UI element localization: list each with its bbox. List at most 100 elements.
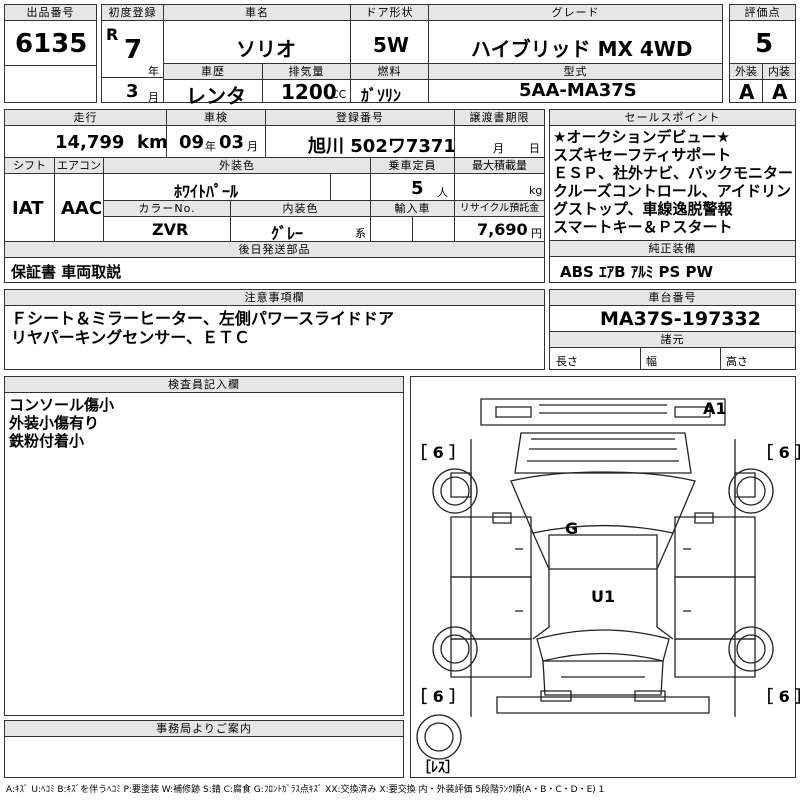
import-label: 輸入車 bbox=[371, 201, 454, 217]
recycle-cell: リサイクル預託金 7,690 円 bbox=[454, 200, 545, 242]
damage-mark-u1: U1 bbox=[591, 587, 616, 606]
car-name-value: ソリオ bbox=[236, 37, 296, 61]
interior-color-value: ｸﾞﾚｰ bbox=[271, 224, 304, 243]
width-label: 幅 bbox=[646, 355, 657, 368]
registration-label: 登録番号 bbox=[266, 110, 454, 126]
exterior-grade-cell: 外装 A bbox=[729, 63, 763, 104]
inspection-year-unit: 年 bbox=[205, 140, 216, 153]
later-parts-label: 後日発送部品 bbox=[5, 242, 544, 258]
sales-line: スズキセーフティサポート bbox=[553, 146, 732, 164]
aircon-label: エアコン bbox=[55, 158, 103, 174]
inspection-month: 03 bbox=[219, 132, 245, 153]
registration-cell: 登録番号 旭川 502ワ7371 bbox=[265, 109, 456, 158]
office-label: 事務局よりご案内 bbox=[5, 721, 403, 737]
recycle-value: 7,690 bbox=[477, 220, 528, 239]
score-value: 5 bbox=[755, 29, 774, 59]
tire-rear-left: ［ 6 ］ bbox=[411, 687, 466, 706]
equipment-cell: 純正装備 ABS ｴｱB ｱﾙﾐ PS PW bbox=[549, 240, 796, 283]
car-diagram: A1 G U1 ［ 6 ］ ［ 6 ］ ［ 6 ］ ［ 6 ］ ［ﾚｽ］ bbox=[410, 376, 800, 778]
spec-cell: 諸元 長さ 幅 高さ bbox=[549, 331, 796, 370]
capacity-label: 乗車定員 bbox=[371, 158, 454, 174]
displacement-unit: CC bbox=[331, 88, 347, 101]
score-label: 評価点 bbox=[730, 5, 795, 21]
body-color-value: ﾎﾜｲﾄﾊﾟｰﾙ bbox=[174, 182, 239, 201]
caution-cell: 注意事項欄 Ｆシート＆ミラーヒーター、左側パワースライドドア リヤパーキングセン… bbox=[4, 289, 545, 370]
capacity-value: 5 bbox=[411, 178, 424, 199]
tire-front-left: ［ 6 ］ bbox=[411, 443, 466, 462]
sales-point-label: セールスポイント bbox=[550, 110, 795, 126]
first-registration-label: 初度登録 bbox=[102, 5, 163, 21]
mileage-label: 走行 bbox=[5, 110, 166, 126]
caution-line: Ｆシート＆ミラーヒーター、左側パワースライドドア bbox=[11, 309, 395, 328]
score-cell: 評価点 5 bbox=[729, 4, 796, 64]
interior-color-cell: 内装色 ｸﾞﾚｰ 系 bbox=[230, 200, 371, 243]
chassis-label: 車台番号 bbox=[550, 290, 795, 306]
inspection-label: 車検 bbox=[167, 110, 265, 126]
transfer-deadline-cell: 譲渡書期限 月 日 bbox=[454, 109, 545, 158]
caution-label: 注意事項欄 bbox=[5, 290, 544, 306]
sales-line: ★オークションデビュー★ bbox=[553, 128, 730, 146]
car-outline-diagram bbox=[416, 398, 774, 760]
fuel-value: ｶﾞｿﾘﾝ bbox=[361, 86, 402, 105]
fuel-label: 燃料 bbox=[351, 64, 428, 80]
interior-grade-cell: 内装 A bbox=[762, 63, 796, 104]
import-cell: 輸入車 bbox=[370, 200, 455, 242]
body-color-cell: 外装色 ﾎﾜｲﾄﾊﾟｰﾙ bbox=[103, 157, 371, 201]
grade-label: グレード bbox=[429, 5, 722, 21]
history-label: 車歴 bbox=[164, 64, 262, 80]
car-name-label: 車名 bbox=[164, 5, 350, 21]
mileage-value: 14,799 bbox=[55, 132, 125, 153]
caution-line: リヤパーキングセンサー、ＥＴＣ bbox=[11, 328, 251, 347]
shift-label: シフト bbox=[5, 158, 54, 174]
recycle-unit: 円 bbox=[531, 227, 542, 240]
interior-grade-value: A bbox=[772, 80, 788, 104]
transfer-month-unit: 月 bbox=[493, 142, 504, 155]
chassis-cell: 車台番号 MA37S-197332 bbox=[549, 289, 796, 332]
chassis-value: MA37S-197332 bbox=[600, 308, 761, 330]
door-label: ドア形状 bbox=[351, 5, 428, 21]
mileage-cell: 走行 14,799 km bbox=[4, 109, 168, 158]
sales-line: グストップ、車線逸脱警報 bbox=[553, 200, 733, 218]
interior-color-label: 内装色 bbox=[231, 201, 370, 217]
later-parts-value: 保証書 車両取説 bbox=[11, 263, 122, 281]
displacement-label: 排気量 bbox=[263, 64, 350, 80]
spec-label: 諸元 bbox=[550, 332, 795, 348]
transfer-deadline-label: 譲渡書期限 bbox=[455, 110, 544, 126]
grade-value: ハイブリッド MX 4WD bbox=[471, 37, 693, 61]
sales-line: クルーズコントロール、アイドリン bbox=[553, 182, 792, 200]
office-cell: 事務局よりご案内 bbox=[4, 720, 404, 778]
sales-line: ＥＳＰ、社外ナビ、バックモニター bbox=[553, 164, 794, 182]
sales-point-cell: セールスポイント ★オークションデビュー★ スズキセーフティサポート ＥＳＰ、社… bbox=[549, 109, 796, 241]
inspection-month-unit: 月 bbox=[247, 140, 258, 153]
height-label: 高さ bbox=[726, 355, 748, 368]
first-registration-month: 3 bbox=[126, 81, 139, 102]
tire-front-right: ［ 6 ］ bbox=[757, 443, 800, 462]
aircon-value: AAC bbox=[61, 198, 103, 219]
interior-color-unit: 系 bbox=[355, 227, 366, 240]
shift-cell: シフト IAT bbox=[4, 157, 55, 242]
year-unit: 年 bbox=[148, 65, 159, 78]
spare-tire: ［ﾚｽ］ bbox=[417, 760, 459, 776]
month-unit: 月 bbox=[148, 91, 159, 104]
length-label: 長さ bbox=[556, 355, 578, 368]
sales-line: スマートキー＆Ｐスタート bbox=[553, 218, 733, 236]
equipment-label: 純正装備 bbox=[550, 241, 795, 257]
first-registration-year: 7 bbox=[124, 35, 143, 65]
inspector-line: 外装小傷有り bbox=[9, 414, 100, 432]
color-number-value: ZVR bbox=[152, 220, 189, 239]
model-label: 型式 bbox=[429, 64, 722, 80]
max-load-label: 最大積載量 bbox=[455, 158, 544, 174]
displacement-value: 1200 bbox=[281, 80, 337, 104]
damage-mark-a1: A1 bbox=[703, 399, 727, 418]
exterior-grade-value: A bbox=[739, 80, 755, 104]
tire-rear-right: ［ 6 ］ bbox=[757, 687, 800, 706]
fuel-cell: 燃料 ｶﾞｿﾘﾝ bbox=[350, 63, 429, 105]
model-value: 5AA-MA37S bbox=[519, 80, 637, 101]
shift-value: IAT bbox=[12, 198, 44, 219]
inspector-label: 検査員記入欄 bbox=[5, 377, 403, 393]
color-number-cell: カラーNo. ZVR bbox=[103, 200, 231, 242]
color-number-label: カラーNo. bbox=[104, 201, 230, 217]
mileage-unit: km bbox=[137, 132, 168, 153]
interior-grade-label: 内装 bbox=[763, 64, 795, 80]
recycle-label: リサイクル預託金 bbox=[455, 201, 544, 217]
